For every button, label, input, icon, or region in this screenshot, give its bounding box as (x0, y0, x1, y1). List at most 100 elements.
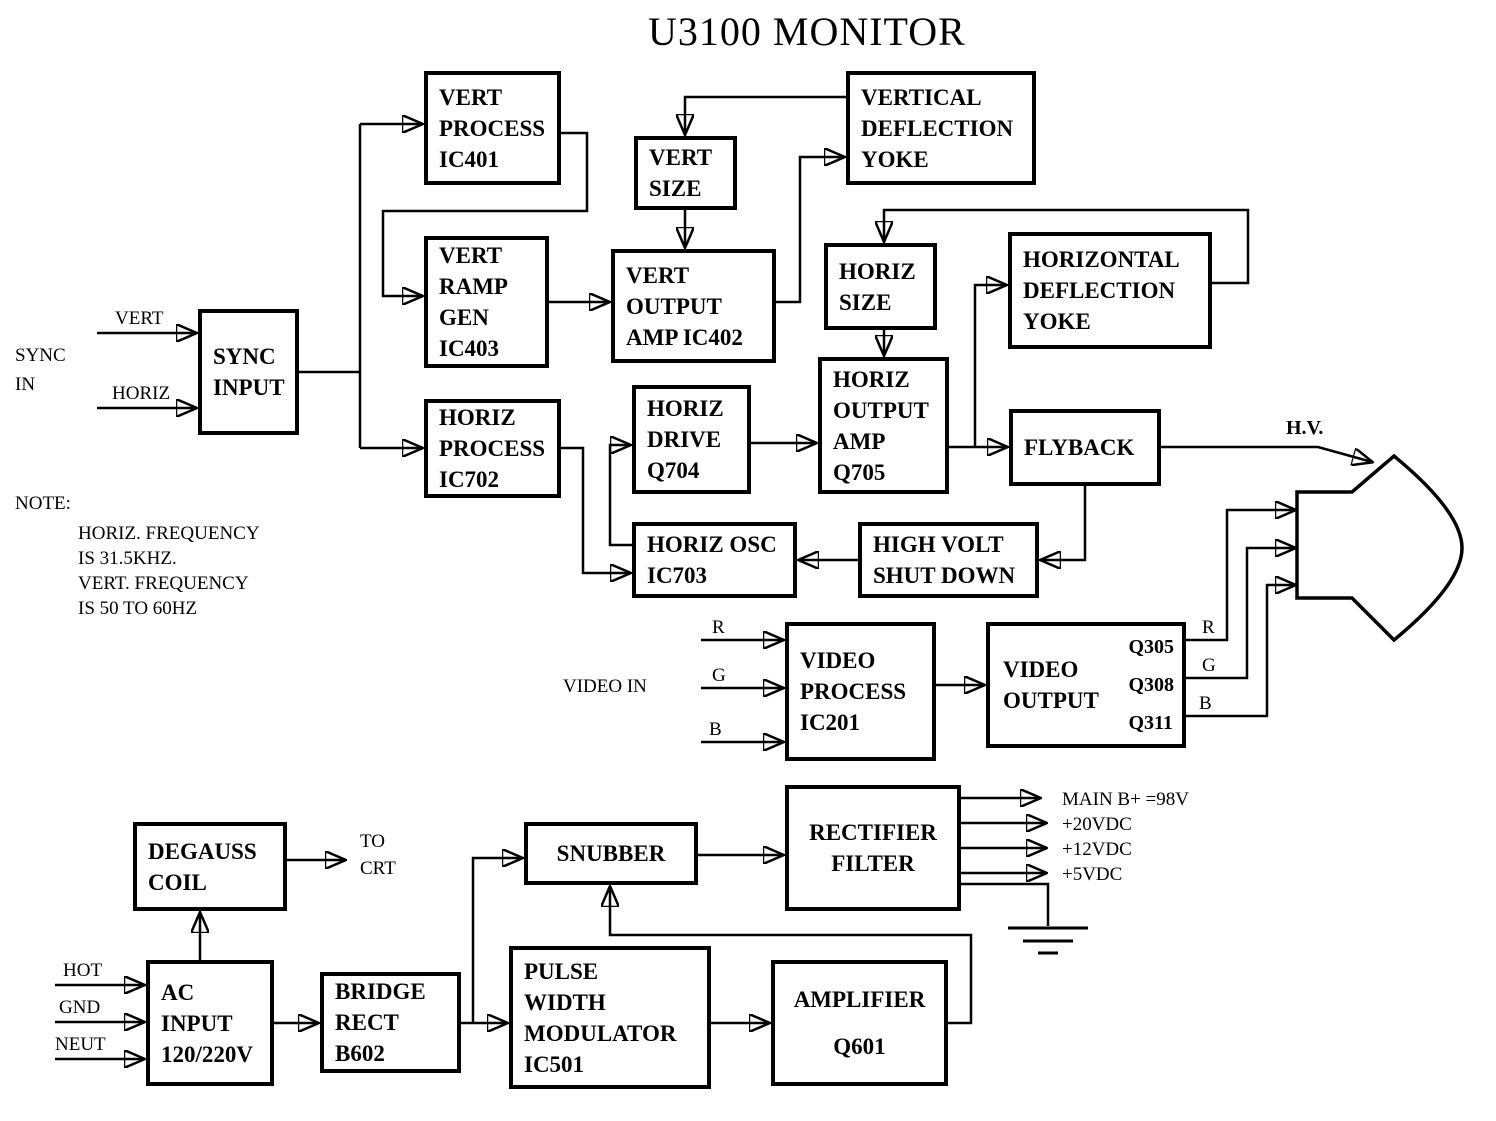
label-horiz: HORIZ (112, 383, 171, 404)
wire-b-to-crt (1186, 585, 1295, 718)
label-to-crt: TO CRT (360, 828, 396, 882)
note-line: VERT. FREQUENCY (78, 573, 249, 594)
transistor-label: Q305 (1128, 636, 1174, 658)
block-line: HORIZ OSC (647, 532, 777, 557)
block-line: DEFLECTION (1023, 278, 1176, 303)
label-r-in: R (712, 617, 725, 638)
block-vert-size: VERT SIZE (634, 136, 737, 210)
note-line: IS 31.5KHZ. (78, 548, 177, 569)
label-line: TO (360, 831, 385, 852)
label-g-in: G (712, 665, 726, 686)
label-sync-in: SYNC IN (15, 341, 66, 399)
block-line: PROCESS (439, 115, 546, 141)
block-rectifier-filter: RECTIFIER FILTER (785, 785, 961, 911)
block-line: PULSE (524, 958, 599, 984)
wire-horiz-process-to-osc (561, 446, 630, 573)
block-line: AMPLIFIER (793, 987, 926, 1012)
label-r-out: R (1202, 617, 1215, 638)
block-line: IC401 (439, 146, 500, 172)
block-line: PROCESS (800, 679, 907, 704)
block-horiz-size: HORIZ SIZE (824, 243, 937, 330)
label-hv: H.V. (1286, 417, 1324, 439)
label-b-in: B (709, 719, 722, 740)
block-line: VERT (626, 262, 690, 288)
block-line: B602 (335, 1041, 385, 1066)
block-line: 120/220V (161, 1041, 253, 1067)
block-line: OUTPUT (833, 397, 929, 423)
block-line: HORIZ (647, 396, 724, 421)
block-line: OUTPUT (1003, 688, 1099, 713)
block-line: YOKE (861, 146, 929, 172)
ground-symbol (1008, 926, 1088, 955)
video-output-label: VIDEO OUTPUT (1003, 654, 1099, 716)
wire-bridge-to-snubber (471, 858, 522, 1023)
block-line: HORIZ (439, 405, 516, 430)
block-line: BRIDGE (335, 979, 426, 1004)
block-line: OUTPUT (626, 293, 722, 319)
label-gnd: GND (59, 997, 101, 1018)
block-line: SIZE (649, 176, 702, 201)
block-line: RAMP (439, 274, 508, 299)
block-sync-input: SYNC INPUT (198, 309, 299, 435)
block-horiz-output-amp: HORIZ OUTPUT AMP Q705 (818, 357, 949, 494)
note-title: NOTE: (15, 493, 71, 514)
block-line: HIGH VOLT (873, 532, 1004, 557)
block-line: INPUT (161, 1010, 233, 1036)
block-line: VERT (649, 145, 713, 170)
block-line: COIL (148, 869, 207, 895)
block-line: VIDEO (800, 648, 876, 673)
block-line: DEGAUSS (148, 838, 257, 864)
block-line: IC501 (524, 1051, 585, 1077)
block-high-volt-shut-down: HIGH VOLT SHUT DOWN (858, 522, 1039, 598)
wire-flyback-to-shutdown (1041, 486, 1087, 560)
block-line: IC702 (439, 467, 500, 492)
wire-horiz-amp-to-horiz-yoke (973, 285, 1006, 447)
label-12vdc: +12VDC (1062, 839, 1132, 860)
block-line: HORIZ (839, 258, 916, 284)
block-line: WIDTH (524, 989, 606, 1015)
block-horiz-osc: HORIZ OSC IC703 (632, 522, 797, 598)
note-line: IS 50 TO 60HZ (78, 598, 198, 619)
block-line: VERT (439, 84, 503, 110)
block-degauss-coil: DEGAUSS COIL (133, 822, 287, 911)
label-neut: NEUT (55, 1034, 106, 1055)
block-line: IC201 (800, 710, 861, 735)
block-line: HORIZ (833, 366, 910, 392)
wire-vert-amp-to-vert-yoke (776, 157, 844, 304)
video-output-transistors: Q305 Q308 Q311 (1128, 628, 1174, 742)
wire-g-to-crt (1186, 548, 1295, 680)
label-5vdc: +5VDC (1062, 864, 1123, 885)
wire-vert-process-to-ramp-gen (381, 131, 589, 296)
block-horiz-drive: HORIZ DRIVE Q704 (632, 385, 751, 494)
note-line: HORIZ. FREQUENCY (78, 523, 260, 544)
block-line: FILTER (831, 851, 915, 876)
page-title: U3100 MONITOR (648, 9, 966, 54)
block-line: RECT (335, 1010, 399, 1035)
block-vertical-deflection-yoke: VERTICAL DEFLECTION YOKE (846, 71, 1036, 185)
label-line: CRT (360, 858, 396, 879)
block-line: DEFLECTION (861, 115, 1014, 141)
label-g-out: G (1202, 655, 1216, 676)
block-video-process: VIDEO PROCESS IC201 (785, 622, 936, 761)
block-ac-input: AC INPUT 120/220V (146, 960, 274, 1086)
block-pulse-width-modulator: PULSE WIDTH MODULATOR IC501 (509, 946, 711, 1089)
block-line: GEN (439, 305, 489, 330)
transistor-label: Q311 (1128, 712, 1173, 734)
label-20vdc: +20VDC (1062, 814, 1132, 835)
block-line: HORIZONTAL (1023, 247, 1180, 272)
wire-amplifier-to-snubber (610, 887, 973, 1025)
block-line: VERT (439, 243, 503, 268)
label-vert: VERT (115, 308, 164, 329)
label-line: SYNC (15, 345, 66, 366)
crt-shape (1295, 453, 1464, 643)
wire-flyback-hv-to-crt (1161, 445, 1372, 462)
block-horizontal-deflection-yoke: HORIZONTAL DEFLECTION YOKE (1008, 232, 1212, 349)
block-line: Q705 (833, 459, 886, 485)
block-snubber: SNUBBER (524, 822, 698, 885)
block-line: AMP (833, 428, 886, 454)
block-line: RECTIFIER (809, 820, 937, 845)
label-line: IN (15, 374, 36, 395)
wire-horiz-yoke-to-horiz-size (884, 208, 1250, 285)
block-line: MODULATOR (524, 1020, 677, 1046)
